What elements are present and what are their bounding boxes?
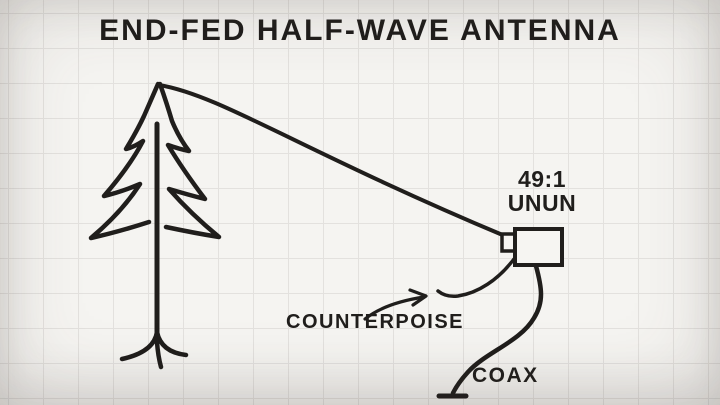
coax-cable-line: [450, 263, 544, 396]
unun-label: 49:1 UNUN: [503, 167, 581, 215]
unun-name-text: UNUN: [507, 190, 577, 216]
counterpoise-label: COUNTERPOISE: [286, 311, 465, 333]
pine-tree-icon: [88, 81, 222, 370]
tree-roots: [119, 329, 189, 370]
counterpoise-arrow-icon: [363, 288, 428, 321]
diagram-title: END-FED HALF-WAVE ANTENNA: [99, 14, 621, 47]
antenna-wire-line: [157, 83, 507, 238]
tree-branches-left: [88, 81, 161, 241]
unun-box: [513, 227, 564, 267]
unun-ratio-text: 49:1: [517, 166, 567, 192]
tree-branches-right: [157, 81, 222, 240]
counterpoise-wire: [436, 257, 516, 298]
coax-label: COAX: [472, 364, 539, 387]
